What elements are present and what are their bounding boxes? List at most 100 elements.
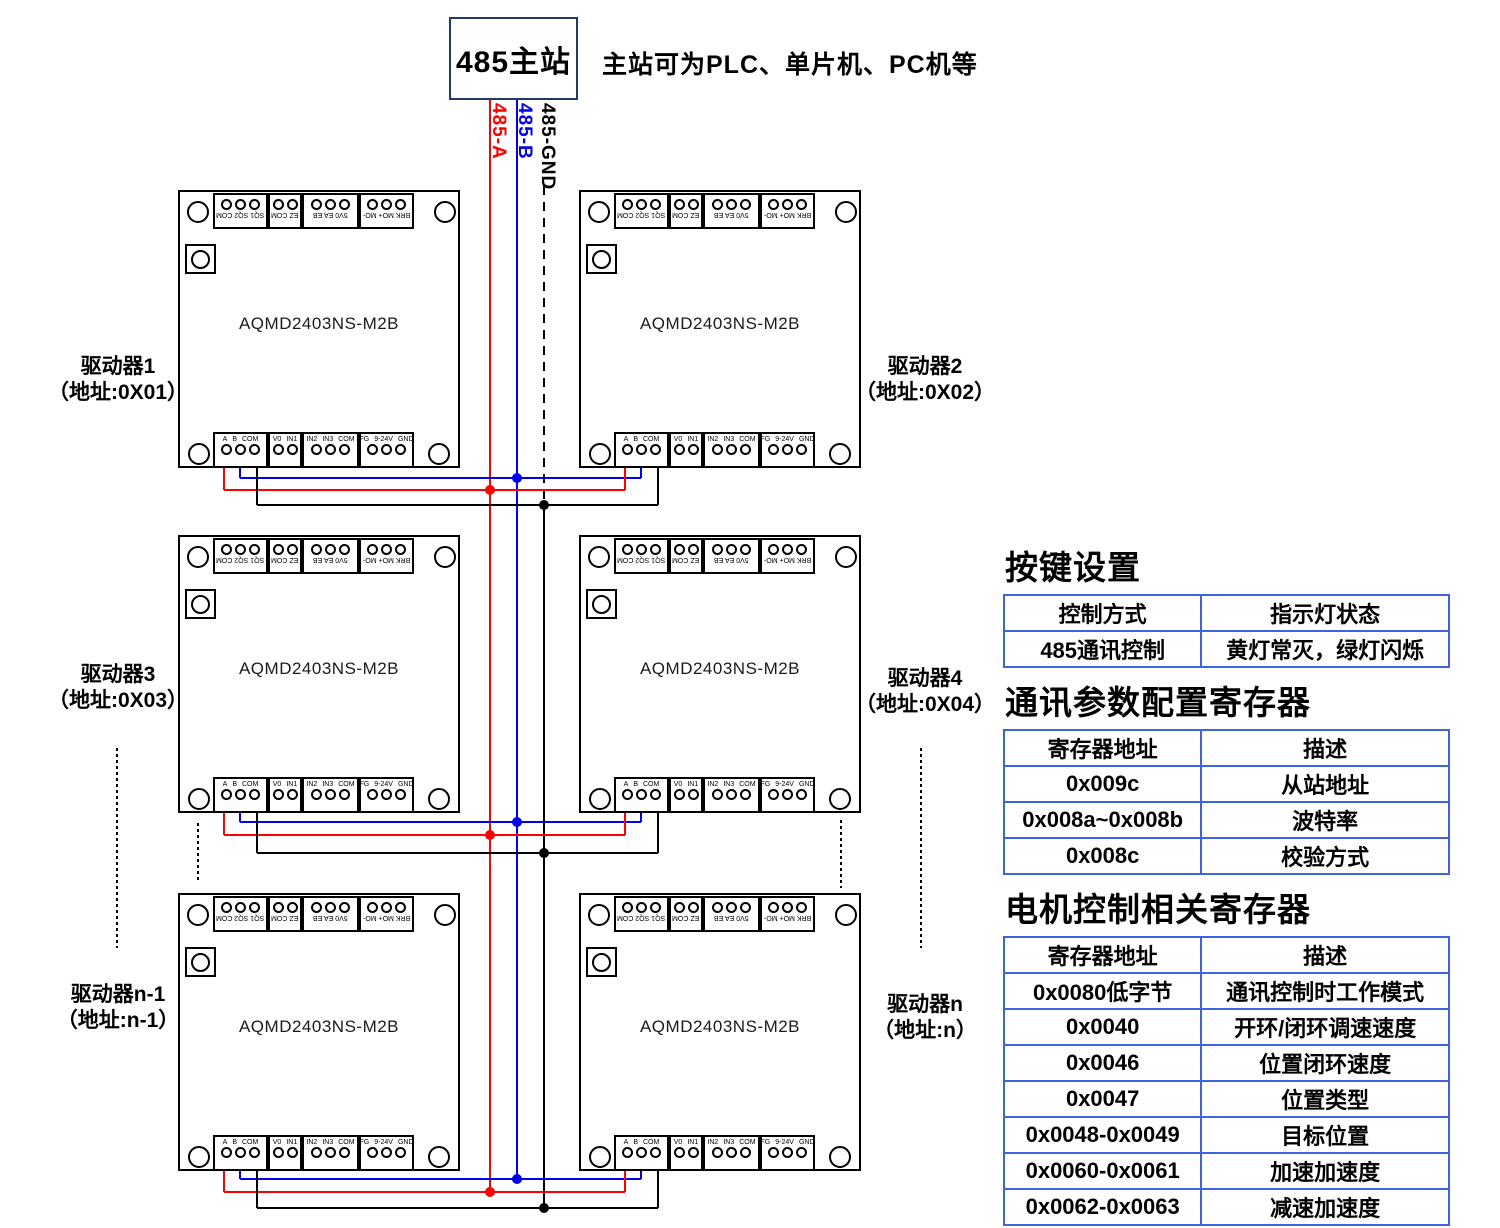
mounting-hole (835, 904, 857, 926)
wire-segment (223, 1171, 225, 1192)
terminal-pin-label: A (623, 436, 629, 443)
terminal-pin (673, 444, 685, 455)
terminal-pins (712, 199, 751, 210)
terminal-pin-label: GND (397, 1139, 414, 1146)
terminal-pin-label: IN1 (286, 1139, 298, 1146)
mounting-hole (434, 904, 456, 926)
terminal-pins (367, 1147, 406, 1158)
terminal-pin-label: COM (739, 781, 756, 788)
terminal-pin (650, 789, 661, 800)
terminal-pins (673, 544, 699, 555)
terminal-pin (367, 1147, 378, 1158)
mode-button-cap (191, 594, 210, 614)
terminal-pin (235, 789, 246, 800)
terminal-pin (622, 544, 633, 555)
terminal-pin (381, 1147, 392, 1158)
terminal-pin (726, 1147, 737, 1158)
terminal-pin-label: V0 (673, 436, 683, 443)
terminal-pin (381, 544, 392, 555)
terminal-pins (272, 1147, 298, 1158)
driver-name: 驱动器n-1 (70, 983, 166, 1006)
board-model-label: AQMD2403NS-M2B (238, 314, 400, 333)
terminal-pin-label: B (633, 436, 638, 443)
terminal-pin-label: COM (242, 781, 259, 788)
wire-label-485-gnd: 485-GND (536, 103, 558, 191)
driver-address: （地址:n） (873, 1019, 977, 1042)
terminal-pin (367, 789, 378, 800)
terminal-pin-label: IN3 (322, 1139, 334, 1146)
terminal-pin-label: 9-24V (374, 436, 393, 443)
terminal-pin (796, 444, 807, 455)
terminal-block: SQ1 SQ2 COM (213, 538, 268, 574)
terminal-pin (782, 789, 793, 800)
terminal-pin (712, 444, 723, 455)
terminal-pin-label: FG (359, 436, 370, 443)
terminal-pin (367, 199, 378, 210)
terminal-pin (726, 902, 737, 913)
terminal-block: SQ1 SQ2 COM (213, 193, 268, 229)
terminal-pin (395, 199, 406, 210)
terminal-block-label: 5V0 EA EB (313, 211, 348, 218)
terminal-pins (272, 902, 298, 913)
terminal-block-label: SQ1 SQ2 COM (216, 914, 265, 921)
terminal-pin (221, 1147, 232, 1158)
terminal-pin-label: 9-24V (374, 1139, 393, 1146)
mounting-hole (428, 788, 450, 810)
terminal-block: BRK MO+ MO- (359, 538, 414, 574)
table-cell: 波特率 (1200, 801, 1450, 839)
terminal-pin (740, 902, 751, 913)
table-cell: 加速加速度 (1200, 1152, 1450, 1190)
terminal-pin (325, 902, 336, 913)
terminal-pin-label: IN2 (306, 1139, 318, 1146)
continuation-dots (116, 748, 118, 948)
driver-label-4: 驱动器4 （地址:0X04） (845, 666, 1005, 718)
terminal-pins (367, 199, 406, 210)
terminal-pins (221, 1147, 260, 1158)
terminal-block: BRK MO+ MO- (760, 896, 815, 932)
terminal-pin (272, 1147, 284, 1158)
terminal-pin-label: IN3 (723, 436, 735, 443)
wire-segment (239, 1171, 241, 1179)
driver-label-n-1: 驱动器n-1 （地址:n-1） (38, 982, 198, 1034)
terminal-pin (636, 789, 647, 800)
wire-segment (257, 1207, 658, 1209)
terminal-pin-label: V0 (272, 1139, 282, 1146)
section-title: 电机控制相关寄存器 (1005, 891, 1311, 928)
terminal-block-label: 5V0 EA EB (714, 211, 749, 218)
terminal-pin (650, 199, 661, 210)
terminal-pin-label: IN3 (723, 1139, 735, 1146)
terminal-pin (636, 444, 647, 455)
terminal-block-label: BRK MO+ MO- (362, 211, 411, 218)
terminal-pins (272, 199, 298, 210)
mounting-hole (428, 443, 450, 465)
wire-segment (256, 813, 258, 853)
wire-label-485-a: 485-A (487, 103, 509, 160)
terminal-pin (740, 789, 751, 800)
terminal-pin-label: IN1 (286, 781, 298, 788)
continuation-dots (197, 823, 199, 883)
driver-label-3: 驱动器3 （地址:0X03） (38, 662, 198, 714)
mounting-hole (187, 201, 209, 223)
terminal-pin (235, 544, 246, 555)
driver-address: （地址:0X01） (47, 381, 189, 404)
table-row: 0x0080低字节通讯控制时工作模式 (1002, 972, 1450, 1010)
mounting-hole (434, 201, 456, 223)
table-header-cell: 控制方式 (1002, 594, 1203, 632)
terminal-pins (367, 544, 406, 555)
